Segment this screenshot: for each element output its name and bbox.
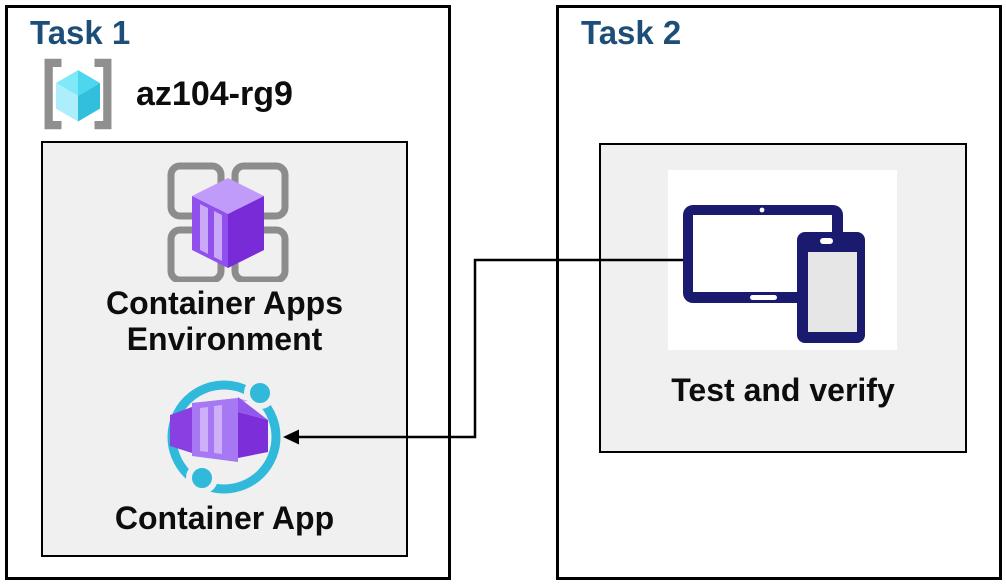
container-apps-environment-icon: [167, 162, 289, 282]
node-label-test-and-verify: Test and verify: [671, 372, 895, 408]
task1-panel: Task 1 az104-rg9: [5, 5, 451, 580]
resource-group: az104-rg9: [34, 54, 293, 134]
task2-panel: Task 2 Test and verify: [556, 5, 1002, 580]
task1-group-box: Container Apps Environment Container App: [41, 141, 408, 557]
task2-title: Task 2: [581, 14, 682, 51]
task1-title: Task 1: [30, 14, 131, 51]
task2-group-box: Test and verify: [599, 143, 967, 453]
resource-group-name: az104-rg9: [136, 74, 293, 113]
resource-group-icon: [44, 58, 112, 130]
devices-image-box: [668, 170, 897, 350]
node-label-container-app: Container App: [114, 500, 335, 536]
devices-icon: [683, 205, 865, 343]
container-app-icon: [167, 377, 281, 494]
node-label-container-apps-environment: Container Apps Environment: [105, 285, 344, 357]
